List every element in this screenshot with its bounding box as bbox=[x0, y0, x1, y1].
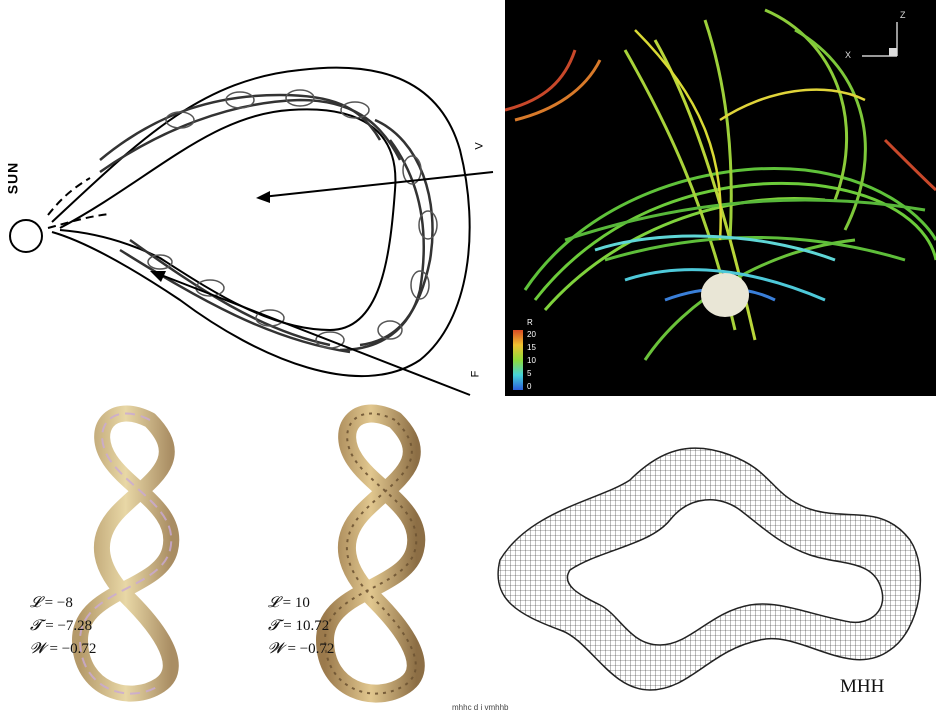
inner-loop bbox=[60, 109, 395, 330]
axis-z-label: Z bbox=[900, 10, 906, 20]
right-twist: 𝓣 = 10.72 bbox=[268, 617, 329, 635]
figure-eight-tubes bbox=[0, 400, 470, 718]
mesh-tube bbox=[470, 400, 936, 700]
braided-strands bbox=[100, 95, 433, 352]
colorbar-tick: 0 bbox=[527, 382, 531, 391]
colorbar-tick: 20 bbox=[527, 330, 536, 339]
colorbar-tick: 10 bbox=[527, 356, 536, 365]
field-line-simulation: Z X R 20 15 10 5 0 bbox=[505, 0, 936, 396]
left-writhe: 𝓦 = −0.72 bbox=[30, 640, 96, 658]
right-writhe: 𝓦 = −0.72 bbox=[268, 640, 334, 658]
arrow-f bbox=[156, 273, 470, 395]
colorbar-tick: 5 bbox=[527, 369, 531, 378]
right-linking-number: 𝓛 = 10 bbox=[268, 594, 310, 612]
figure-caption: mhhc d i vmhhb bbox=[452, 703, 508, 712]
twisted-tubes-panel: 𝓛 = −8 𝓣 = −7.28 𝓦 = −0.72 𝓛 = 10 𝓣 = 10… bbox=[0, 400, 470, 718]
schematic-drawing bbox=[0, 0, 505, 400]
axis-x-label: X bbox=[845, 50, 851, 60]
left-linking-number: 𝓛 = −8 bbox=[30, 594, 73, 612]
mesh-tube-panel bbox=[470, 400, 936, 700]
central-sphere bbox=[701, 273, 749, 317]
mesh-label: MHH bbox=[840, 676, 884, 698]
arrow-f-label: F bbox=[469, 371, 481, 378]
colorbar-tick: 15 bbox=[527, 343, 536, 352]
arrow-v bbox=[262, 172, 493, 197]
arrow-v-head bbox=[256, 191, 270, 203]
arrow-v-label: V bbox=[474, 142, 486, 149]
right-tube bbox=[325, 414, 416, 694]
colorbar-title: R bbox=[527, 318, 533, 327]
left-twist: 𝓣 = −7.28 bbox=[30, 617, 92, 635]
sun-label: SUN bbox=[4, 162, 20, 195]
colorbar bbox=[513, 330, 523, 390]
axis-origin-box bbox=[889, 48, 897, 56]
sun-circle bbox=[10, 220, 42, 252]
field-lines-render bbox=[505, 0, 936, 396]
dashed-leg-top bbox=[48, 178, 90, 215]
flux-rope-schematic: SUN V F bbox=[0, 0, 505, 400]
